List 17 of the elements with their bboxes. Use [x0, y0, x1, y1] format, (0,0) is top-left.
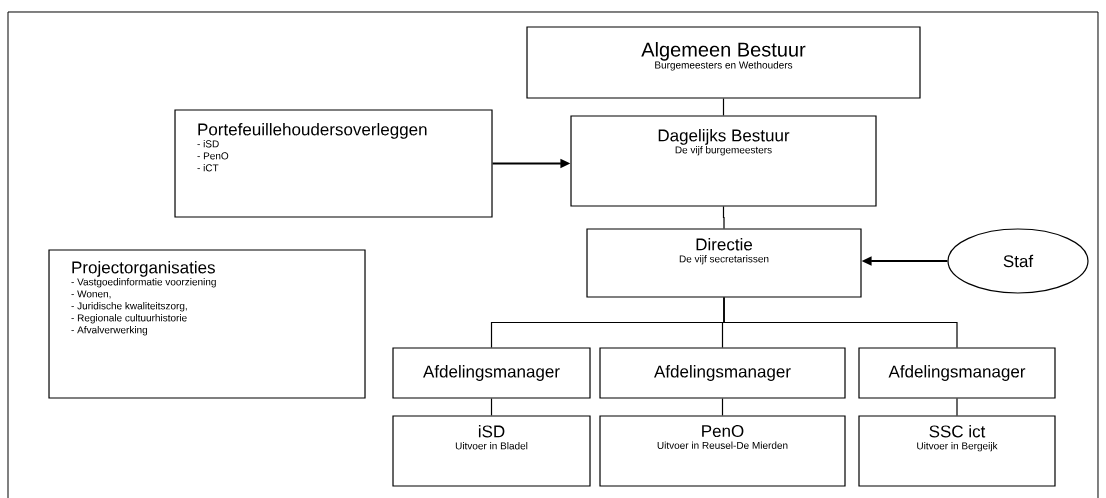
management-box: Directie De vijf secretarissen	[586, 228, 862, 298]
board-box: Dagelijks Bestuur De vijf burgemeesters	[570, 115, 877, 207]
department-box: PenO Uitvoer in Reusel-De Mierden	[599, 415, 846, 487]
manager-box: Afdelingsmanager	[392, 347, 591, 399]
connector-line	[721, 398, 724, 416]
connector-line	[723, 297, 958, 348]
manager-box: Afdelingsmanager	[599, 347, 846, 399]
manager-box: Afdelingsmanager	[858, 347, 1056, 399]
connector-line	[490, 398, 493, 416]
department-box: iSD Uitvoer in Bladel	[392, 415, 591, 487]
department-box: SSC ict Uitvoer in Bergeijk	[858, 415, 1056, 487]
connector-line	[722, 98, 725, 116]
project-box: Projectorganisaties - Vastgoedinformatie voorziening - Wonen, - Juridische kwaliteitszorg, - Regionale cultuurhistorie - Afvalverwerking	[48, 249, 366, 399]
connector-line	[722, 206, 725, 229]
connector-line	[956, 398, 958, 416]
board-box: Algemeen Bestuur Burgemeesters en Wethouders	[526, 26, 921, 99]
meeting-box: Portefeuillehoudersoverleggen - iSD - PenO - iCT	[174, 109, 493, 218]
